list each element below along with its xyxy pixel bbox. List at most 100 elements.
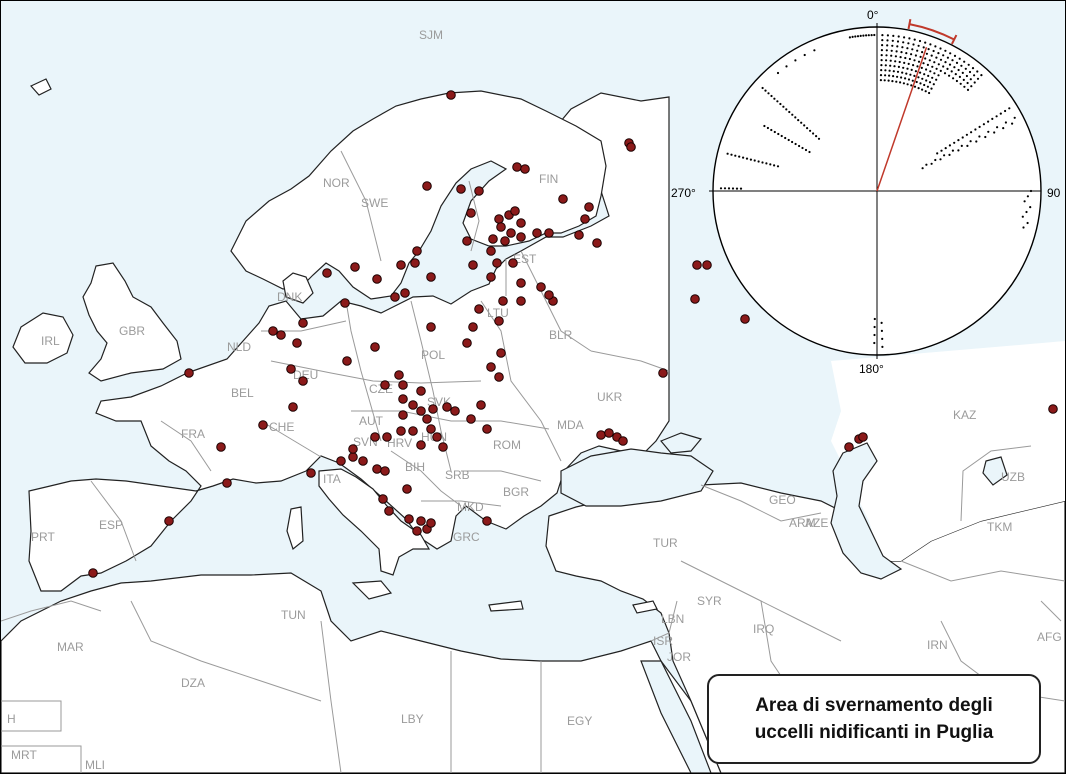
confidence-interval-tick-end [951, 34, 958, 45]
direction-point [854, 35, 857, 38]
direction-point [974, 128, 977, 131]
landmass-iceland [30, 78, 52, 96]
ringing-dot [618, 436, 628, 446]
direction-point [948, 63, 952, 66]
ringing-dot [494, 372, 504, 382]
direction-point [884, 74, 887, 77]
direction-point [880, 59, 883, 62]
direction-point [889, 59, 892, 62]
direction-point [913, 59, 916, 62]
direction-point [926, 63, 930, 66]
direction-point [925, 68, 928, 71]
direction-points [719, 33, 1033, 348]
direction-point [794, 142, 797, 146]
ringing-dot [494, 214, 504, 224]
ringing-dot [222, 478, 232, 488]
direction-point [870, 34, 873, 37]
compass-label-east: 90 [1047, 186, 1061, 200]
direction-point [911, 48, 914, 51]
direction-point [919, 71, 922, 74]
direction-point [1026, 221, 1029, 225]
ringing-dot [322, 268, 332, 278]
country-label-isr: ISR [653, 634, 673, 648]
direction-point [889, 64, 892, 67]
direction-point [848, 36, 852, 39]
direction-point [851, 35, 854, 39]
direction-point [984, 135, 987, 139]
direction-point [917, 76, 920, 79]
ringing-dot [292, 338, 302, 348]
direction-point [1026, 195, 1029, 198]
direction-point [927, 48, 930, 51]
direction-point [757, 160, 760, 163]
ringing-dot [288, 402, 298, 412]
direction-point [892, 70, 895, 73]
direction-point [949, 52, 952, 55]
ringing-dot [516, 296, 526, 306]
direction-point [1002, 127, 1005, 130]
direction-point [896, 40, 900, 43]
ringing-dot [408, 426, 418, 436]
direction-point [948, 153, 951, 156]
direction-point [886, 34, 890, 37]
compass-label-north: 0° [867, 8, 879, 22]
direction-point [936, 152, 939, 155]
ringing-dot [496, 222, 506, 232]
country-label-tur: TUR [653, 536, 678, 550]
country-label-h: H [7, 712, 16, 726]
ringing-dot [422, 181, 432, 191]
country-label-egy: EGY [567, 714, 592, 728]
ringing-dot [422, 414, 432, 424]
direction-point [1021, 215, 1024, 218]
ringing-dot [702, 260, 712, 270]
direction-point [968, 70, 972, 74]
ringing-dot [358, 456, 368, 466]
country-label-tun: TUN [281, 608, 306, 622]
ringing-dot [416, 516, 426, 526]
ringing-dot [584, 202, 594, 212]
direction-point [856, 35, 860, 38]
direction-point [884, 64, 887, 67]
direction-point [892, 75, 895, 78]
ringing-dot [164, 516, 174, 526]
direction-point [888, 69, 891, 72]
direction-point [943, 154, 946, 157]
country-label-aze: AZE [805, 516, 828, 530]
direction-point [873, 341, 876, 345]
direction-point [919, 82, 922, 85]
country-label-kaz: KAZ [953, 408, 976, 422]
legend-line-1: Area di svernamento degli [755, 695, 993, 716]
direction-point [980, 74, 983, 77]
direction-point [933, 61, 936, 64]
direction-point [892, 34, 895, 38]
direction-point [931, 76, 934, 79]
country-label-afg: AFG [1037, 630, 1062, 644]
direction-point [919, 55, 922, 59]
direction-point [966, 81, 969, 85]
direction-point [908, 57, 912, 61]
direction-point [960, 144, 963, 147]
direction-point [764, 89, 767, 92]
direction-point [921, 167, 924, 170]
ringing-dot [486, 246, 496, 256]
direction-point [801, 146, 804, 150]
direction-point [761, 161, 764, 164]
direction-point [753, 159, 756, 162]
direction-point [873, 33, 876, 37]
country-label-esp: ESP [99, 518, 123, 532]
ringing-dot [390, 292, 400, 302]
direction-point [930, 87, 933, 90]
direction-point [1008, 107, 1011, 110]
direction-point [939, 69, 942, 72]
direction-point [904, 77, 907, 80]
country-label-mar: MAR [57, 640, 84, 654]
direction-point [761, 86, 764, 90]
direction-point [970, 131, 973, 134]
ringing-dot [516, 218, 526, 228]
direction-point [791, 140, 794, 144]
direction-point [924, 57, 927, 60]
mean-direction-vector [876, 47, 928, 192]
direction-point [921, 88, 924, 91]
direction-point [922, 46, 925, 49]
